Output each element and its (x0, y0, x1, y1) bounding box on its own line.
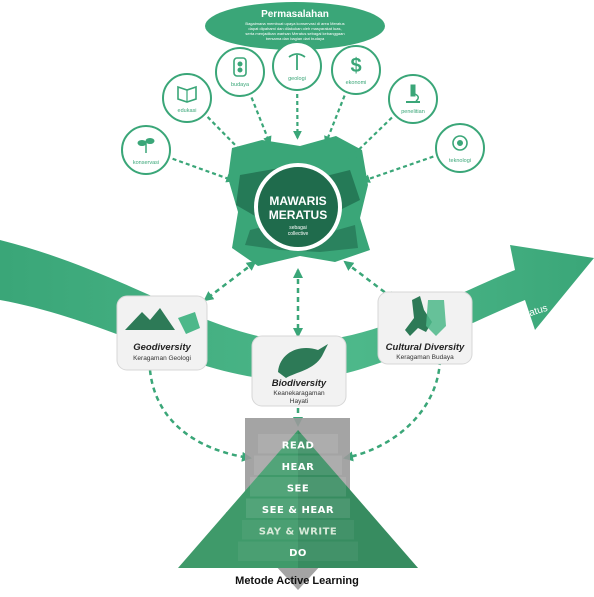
batik-pattern-icon (233, 57, 247, 77)
category-connector (324, 95, 346, 146)
biodiversity-box: Biodiversity Keanekaragaman Hayati (251, 335, 347, 407)
biodiversity-title: Biodiversity (272, 378, 327, 389)
hornbill-icon (278, 344, 328, 378)
problem-title: Permasalahan (261, 9, 329, 20)
category-label: konservasi (133, 160, 159, 166)
center-sub-2: collective (288, 231, 309, 237)
pyramid-triangle (178, 430, 418, 568)
center-sub-1: sebagai (289, 225, 307, 231)
category-konservasi: konservasi (121, 125, 171, 175)
category-label: teknologi (449, 158, 471, 164)
cultural-diversity-title: Cultural Diversity (386, 342, 465, 353)
category-budaya: budaya (215, 47, 265, 97)
cultural-diversity-box: Cultural Diversity Keragaman Budaya (377, 291, 473, 365)
category-label: geologi (288, 76, 306, 82)
pyramid-level-band (250, 477, 346, 497)
category-connector (172, 157, 236, 183)
svg-text:$: $ (350, 55, 361, 77)
pyramid-level-label: SAY & WRITE (259, 526, 338, 537)
category-label: penelitian (401, 109, 425, 115)
category-connector (361, 155, 434, 183)
category-connector (250, 97, 272, 146)
category-label: budaya (231, 82, 250, 88)
category-connector (206, 116, 250, 160)
tech-gear-icon (452, 135, 468, 151)
pyramid-level-band (246, 498, 350, 518)
dollar-icon: $ (350, 55, 361, 77)
pyramid-level-band (242, 520, 354, 540)
problem-line-2: dapat dipahami dan dilakukan oleh masyar… (248, 26, 341, 31)
leaf-sprout-icon (137, 138, 155, 153)
center-title-1: MAWARIS (269, 194, 326, 208)
problem-line-3: serta menjadikan warisan Meratus sebagai… (245, 31, 344, 36)
pickaxe-icon (288, 53, 306, 70)
problem-box: Permasalahan Bagaimana membuat upaya kon… (205, 2, 385, 50)
category-edukasi: edukasi (162, 73, 212, 123)
geodiversity-title: Geodiversity (133, 342, 191, 353)
problem-line-1: Bagaimana membuat upaya konservasi di ar… (245, 21, 344, 26)
pyramid-level-label: DO (289, 548, 307, 559)
category-label: ekonomi (346, 80, 367, 86)
microscope-icon (406, 84, 420, 103)
pyramid-level-band (258, 434, 338, 454)
category-geologi: geologi (272, 41, 322, 91)
pyramid-level-label: READ (282, 440, 315, 451)
category-ekonomi: $ ekonomi (331, 45, 381, 95)
biodiversity-subtitle-2: Hayati (290, 398, 308, 405)
pyramid-level-label: SEE (287, 483, 309, 494)
geodiversity-box: Geodiversity Keragaman Geologi (116, 295, 208, 371)
mountain-icon (125, 308, 175, 330)
pyramid-level-band (238, 541, 358, 561)
category-penelitian: penelitian (388, 74, 438, 124)
category-label: edukasi (178, 108, 197, 114)
active-learning-pyramid: READ HEAR SEE SEE & HEAR SAY & WRITE DO Metod… (178, 418, 418, 590)
category-circles: konservasi edukasi budaya geologi $ ekonomi pe… (121, 41, 485, 175)
center-title-2: MERATUS (269, 208, 327, 222)
rock-icon (178, 312, 200, 334)
open-book-icon (177, 85, 197, 103)
category-connector (347, 116, 393, 161)
category-connectors (172, 93, 434, 183)
biodiversity-subtitle-1: Keanekaragaman (273, 390, 325, 397)
category-teknologi: teknologi (435, 123, 485, 173)
problem-line-4: bersama dan bagian dari budaya (266, 36, 325, 41)
shield-ornament-icon (426, 300, 446, 336)
center-emblem: MAWARIS MERATUS sebagai collective (228, 136, 370, 266)
pyramid-caption: Metode Active Learning (235, 575, 359, 587)
cultural-diversity-subtitle: Keragaman Budaya (396, 354, 454, 361)
pyramid-level-band (254, 455, 342, 475)
pyramid-level-label: SEE & HEAR (262, 505, 334, 516)
pyramid-level-label: HEAR (282, 462, 315, 473)
dancer-icon (405, 296, 432, 336)
center-diversity-connectors (148, 260, 442, 462)
geodiversity-subtitle: Keragaman Geologi (133, 355, 191, 362)
